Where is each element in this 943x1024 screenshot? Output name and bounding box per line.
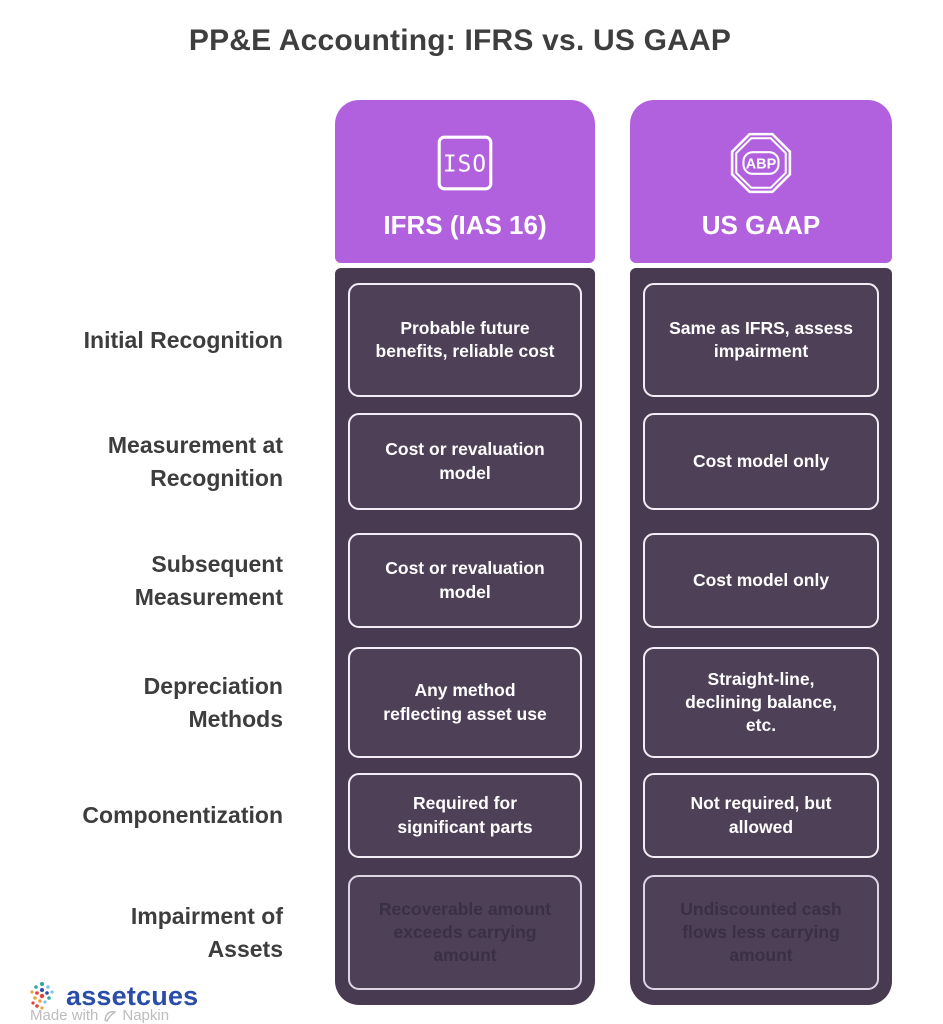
row-label-depreciation-methods: Depreciation Methods <box>143 673 283 732</box>
cell-ifrs-impairment: Recoverable amount exceeds carrying amou… <box>348 875 582 990</box>
cell-gaap-subsequent-measurement: Cost model only <box>643 533 879 628</box>
cell-gaap-impairment: Undiscounted cash flows less carrying am… <box>643 875 879 990</box>
row-label-subsequent-measurement: Subsequent Measurement <box>134 551 283 610</box>
cell-gaap-componentization: Not required, but allowed <box>643 773 879 858</box>
svg-text:ABP: ABP <box>746 157 777 173</box>
page-title: PP&E Accounting: IFRS vs. US GAAP <box>188 24 732 57</box>
cell-gaap-measurement-at-recognition: Cost model only <box>643 413 879 510</box>
row-label-measurement-at-recognition: Measurement at Recognition <box>107 432 283 491</box>
column-header-ifrs: ISO IFRS (IAS 16) <box>335 100 595 263</box>
assetcues-dots-icon <box>30 982 54 1010</box>
column-label-usgaap: US GAAP <box>701 210 821 240</box>
napkin-icon <box>104 1010 118 1022</box>
row-label-initial-recognition: Initial Recognition <box>83 326 283 353</box>
cell-ifrs-measurement-at-recognition: Cost or revaluation model <box>348 413 582 510</box>
cell-ifrs-depreciation-methods: Any method reflecting asset use <box>348 647 582 758</box>
cell-ifrs-subsequent-measurement: Cost or revaluation model <box>348 533 582 628</box>
assetcues-wordmark: assetcues <box>66 980 199 1011</box>
svg-text:ISO: ISO <box>443 151 487 177</box>
cell-gaap-initial-recognition: Same as IFRS, assess impairment <box>643 283 879 397</box>
row-label-componentization: Componentization <box>82 802 283 829</box>
abp-octagon-icon: ABP <box>730 132 792 194</box>
assetcues-logo: assetcues <box>26 980 198 1012</box>
column-body-usgaap: Same as IFRS, assess impairment Cost mod… <box>630 268 892 1005</box>
column-body-ifrs: Probable future benefits, reliable cost … <box>335 268 595 1005</box>
column-label-ifrs: IFRS (IAS 16) <box>383 210 547 240</box>
cell-ifrs-initial-recognition: Probable future benefits, reliable cost <box>348 283 582 397</box>
cell-ifrs-componentization: Required for significant parts <box>348 773 582 858</box>
cell-gaap-depreciation-methods: Straight-line, declining balance, etc. <box>643 647 879 758</box>
made-with-napkin: Made with Napkin <box>30 1007 170 1024</box>
row-label-impairment-of-assets: Impairment of Assets <box>130 903 283 962</box>
column-header-usgaap: ABP US GAAP <box>630 100 892 263</box>
iso-badge-icon: ISO <box>437 135 493 191</box>
